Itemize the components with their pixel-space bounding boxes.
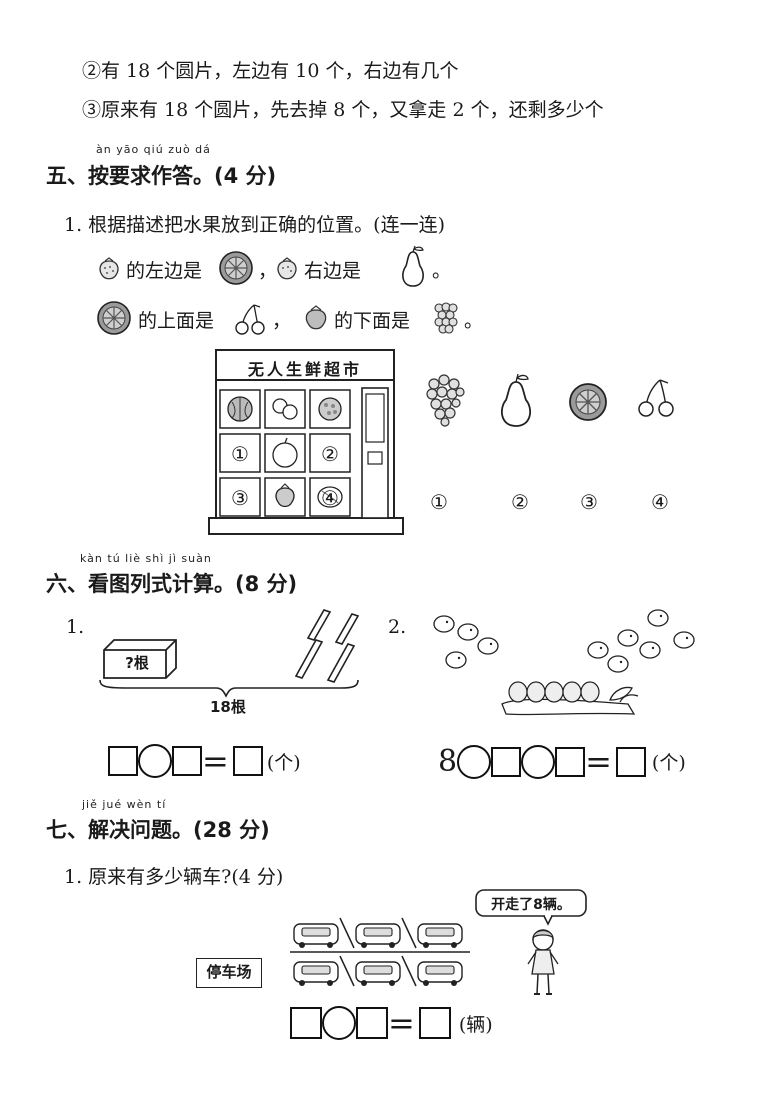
orange-slice-icon (219, 251, 253, 285)
sticks-diagram (99, 609, 360, 698)
result-box[interactable] (232, 746, 263, 776)
pear-icon[interactable] (494, 370, 538, 430)
store-illustration: 无人生鲜超市 ① ② ③ ④ (208, 348, 404, 536)
clue1-text-b: 右边是 (304, 260, 362, 282)
pear-icon (402, 245, 424, 287)
birds-illustration (433, 609, 695, 716)
unit-label: (辆) (458, 1013, 493, 1036)
clue-line-1: 的左边是 ， 右边是 。 (96, 245, 456, 290)
equals-sign: = (585, 742, 612, 781)
parking-sign: 停车场 (196, 958, 262, 988)
answer-box[interactable] (290, 1007, 322, 1039)
equals-sign: = (388, 1004, 415, 1042)
clue1-text-a: 的左边是 (126, 260, 203, 282)
shelf-slot-4[interactable]: ④ (321, 486, 339, 510)
operator-circle[interactable] (138, 744, 172, 778)
option-label-2[interactable]: ② (511, 490, 529, 514)
parking-lot (290, 917, 470, 987)
option-label-1[interactable]: ① (430, 490, 448, 514)
shelf-slot-2[interactable]: ② (321, 442, 339, 466)
sec5-pinyin: àn yāo qiú zuò dá (96, 143, 211, 156)
girl-illustration (527, 929, 559, 995)
grapes-icon[interactable] (424, 372, 466, 428)
answer-box[interactable] (108, 746, 138, 776)
sec6-title: 六、看图列式计算。(8 分) (46, 572, 298, 596)
box-label: ?根 (125, 654, 149, 672)
option-label-4[interactable]: ④ (651, 490, 669, 514)
clue1-sep: ， (258, 260, 278, 282)
equation-2: 8 = (个) (438, 744, 686, 779)
answer-box[interactable] (555, 746, 586, 777)
option-label-3[interactable]: ③ (580, 490, 598, 514)
unit-label: (个) (266, 751, 301, 774)
shelf-slot-3[interactable]: ③ (231, 486, 249, 510)
cherry-icon[interactable] (634, 376, 678, 420)
q4-item-2: ②有 18 个圆片，左边有 10 个，右边有几个 (82, 60, 459, 82)
clue2-end: 。 (464, 310, 484, 332)
sec6-pinyin: kàn tú liè shì jì suàn (80, 552, 212, 565)
unit-label: (个) (651, 752, 686, 774)
answer-box[interactable] (356, 1007, 388, 1039)
store-sign: 无人生鲜超市 (247, 360, 362, 379)
sec7-title: 七、解决问题。(28 分) (46, 818, 270, 842)
grapes-icon (434, 302, 458, 334)
sec5-q1: 1. 根据描述把水果放到正确的位置。(连一连) (64, 214, 445, 236)
speech-bubble (475, 889, 587, 926)
sec5-title: 五、按要求作答。(4 分) (46, 164, 277, 188)
strawberry-icon (305, 305, 327, 330)
orange-slice-icon[interactable] (568, 382, 608, 422)
start-number: 8 (438, 744, 458, 779)
sec6-problem2-number: 2. (388, 616, 407, 638)
equation-1: = (个) (108, 744, 301, 778)
strawberry-icon (99, 257, 119, 280)
sec7-q1: 1. 原来有多少辆车?(4 分) (64, 866, 284, 888)
clue2-sep: ， (272, 310, 292, 332)
cherry-icon (235, 304, 265, 335)
shelf-slot-1[interactable]: ① (231, 442, 249, 466)
sec6-problem1-number: 1. (66, 616, 85, 638)
operator-circle[interactable] (322, 1006, 356, 1040)
speech-text: 开走了8辆。 (491, 897, 571, 913)
result-box[interactable] (418, 1007, 451, 1039)
orange-slice-icon (97, 301, 131, 335)
sec7-pinyin: jiě jué wèn tí (82, 798, 167, 811)
operator-circle[interactable] (521, 744, 556, 779)
clue2-text-b: 的下面是 (334, 310, 411, 332)
equals-sign: = (202, 742, 229, 780)
clue2-text-a: 的上面是 (138, 310, 215, 332)
equation-3: = (辆) (290, 1006, 493, 1040)
strawberry-icon (277, 257, 297, 280)
result-box[interactable] (615, 746, 646, 777)
clue1-end: 。 (432, 260, 452, 282)
clue-line-2: 的上面是 ， 的下面是 。 (96, 298, 496, 338)
q4-item-3: ③原来有 18 个圆片，先去掉 8 个，又拿走 2 个，还剩多少个 (82, 99, 604, 121)
total-sticks-label: 18根 (210, 698, 246, 716)
answer-box[interactable] (172, 746, 202, 776)
operator-circle[interactable] (457, 744, 492, 779)
answer-box[interactable] (491, 746, 522, 777)
